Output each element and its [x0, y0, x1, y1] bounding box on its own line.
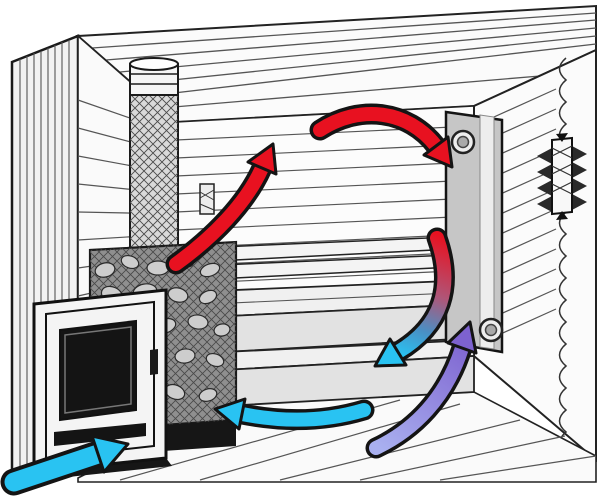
airflow-arrows — [0, 103, 478, 496]
cool-down-arrow — [373, 227, 455, 368]
arrowhead — [422, 135, 454, 169]
return-duct-arrow — [365, 320, 478, 459]
log-ends-scallops — [558, 57, 568, 455]
stove-door-window — [59, 319, 137, 422]
upper-vent-icon — [450, 129, 476, 155]
intake-arrow — [0, 434, 130, 496]
lower-vent-icon — [478, 317, 504, 343]
arrowhead — [246, 142, 278, 176]
wall-sconce-lamp-icon — [537, 133, 587, 220]
arrowhead — [373, 337, 408, 368]
duct-highlight — [479, 114, 495, 350]
hot-ceiling-arrow — [309, 103, 454, 169]
air-slot — [54, 423, 146, 446]
cool-floor-arrow — [213, 397, 375, 431]
stove-door-handle — [150, 349, 158, 375]
wall-thermometer-icon — [199, 183, 215, 215]
hot-rise-arrow — [165, 142, 278, 275]
arrowhead — [90, 434, 130, 474]
arrowhead — [446, 320, 478, 355]
chimney — [129, 57, 179, 261]
ventilation-duct — [444, 110, 504, 354]
arrowhead — [213, 397, 247, 431]
